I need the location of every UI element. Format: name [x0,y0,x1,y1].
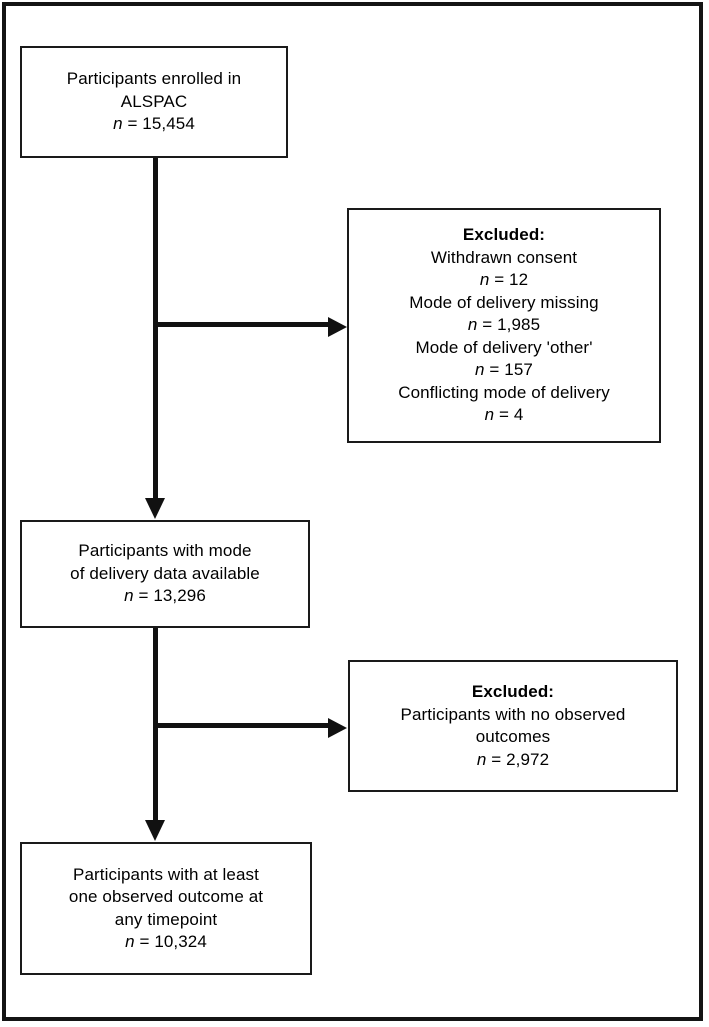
n-value: = 4 [494,405,524,425]
node-line: any timepoint [114,909,218,929]
exclusion-reason: Withdrawn consent [430,247,578,267]
node-final-sample: Participants with at least one observed … [20,842,312,975]
node-count: n = 10,324 [69,931,263,954]
connector-to-excluded-1 [153,322,331,327]
n-symbol: n [467,315,478,335]
exclusion-reason: Mode of delivery 'other' [415,337,593,357]
n-value: = 13,296 [133,586,206,606]
n-symbol: n [484,405,495,425]
n-value: = 10,324 [134,932,207,951]
node-excluded-1-text: Excluded: Withdrawn consent n = 12 Mode … [392,224,616,427]
node-final-sample-text: Participants with at least one observed … [63,864,269,954]
exclusion-count: n = 2,972 [401,749,626,772]
exclusion-reason: Mode of delivery missing [409,292,599,312]
n-value: = 12 [489,270,529,290]
node-line: ALSPAC [120,91,188,111]
exclusion-count: n = 1,985 [398,314,610,337]
node-excluded-2-text: Excluded: Participants with no observed … [395,681,632,771]
node-excluded-2: Excluded: Participants with no observed … [348,660,678,792]
node-excluded-1: Excluded: Withdrawn consent n = 12 Mode … [347,208,661,443]
excluded-heading: Excluded: [462,225,546,245]
n-value: = 2,972 [486,749,550,769]
exclusion-count: n = 12 [398,269,610,292]
n-value: = 15,454 [122,114,195,134]
connector-to-excluded-2 [153,723,331,728]
node-line: one observed outcome at [68,887,264,906]
arrowhead-down-to-final-box [145,820,165,841]
node-line: Participants enrolled in [66,69,242,89]
n-symbol: n [124,586,134,606]
n-symbol: n [479,270,490,290]
arrowhead-right-to-excluded-1 [328,317,347,337]
node-mode-of-delivery-available-text: Participants with mode of delivery data … [64,540,266,608]
node-mode-of-delivery-available: Participants with mode of delivery data … [20,520,310,628]
node-count: n = 15,454 [67,113,241,136]
exclusion-reason: outcomes [475,727,551,746]
n-value: = 1,985 [477,315,541,335]
node-line: Participants with mode [78,541,252,561]
node-participants-enrolled: Participants enrolled in ALSPAC n = 15,4… [20,46,288,158]
connector-enrolled-to-mode [153,158,158,503]
n-symbol: n [476,749,487,769]
exclusion-reason: Conflicting mode of delivery [398,382,610,402]
node-participants-enrolled-text: Participants enrolled in ALSPAC n = 15,4… [61,68,247,136]
n-value: = 157 [484,360,533,380]
node-count: n = 13,296 [70,585,260,608]
exclusion-count: n = 157 [398,359,610,382]
n-symbol: n [475,360,485,380]
exclusion-count: n = 4 [398,404,610,427]
node-line: Participants with at least [73,864,259,884]
arrowhead-down-to-mode-box [145,498,165,519]
arrowhead-right-to-excluded-2 [328,718,347,738]
n-symbol: n [113,114,123,134]
n-symbol: n [125,932,135,951]
exclusion-reason: Participants with no observed [400,704,626,724]
node-line: of delivery data available [70,563,260,583]
excluded-heading: Excluded: [471,682,555,701]
